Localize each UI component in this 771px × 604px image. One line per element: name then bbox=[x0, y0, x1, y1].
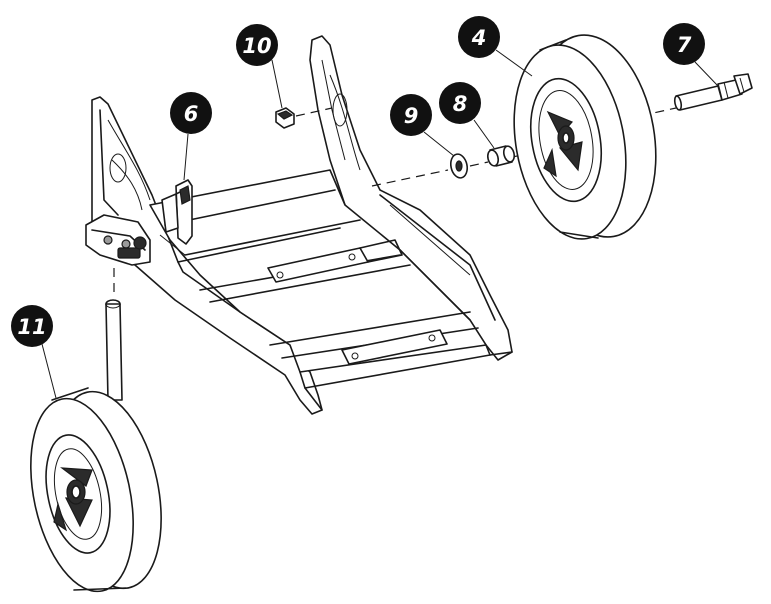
callout-11: 11 bbox=[11, 305, 57, 399]
part-11-left-wheel bbox=[30, 387, 162, 593]
part-7-axle-bolt bbox=[673, 73, 753, 111]
callout-8: 8 bbox=[439, 82, 495, 149]
part-10-nut bbox=[275, 107, 333, 129]
callout-6: 6 bbox=[170, 92, 212, 181]
callout-8-label: 8 bbox=[453, 92, 468, 116]
part-6-latch-bracket bbox=[161, 179, 193, 245]
callout-7-label: 7 bbox=[677, 33, 692, 57]
cart-frame bbox=[85, 35, 513, 415]
callout-4-label: 4 bbox=[471, 26, 487, 50]
part-8-spacer bbox=[486, 145, 516, 167]
callout-9: 9 bbox=[390, 94, 455, 157]
callout-9-label: 9 bbox=[404, 104, 419, 128]
callout-4: 4 bbox=[458, 16, 533, 77]
callout-11-label: 11 bbox=[17, 315, 46, 339]
axle-centerline-1 bbox=[371, 169, 449, 187]
part-11-axle-pin bbox=[105, 268, 123, 401]
callout-10: 10 bbox=[236, 24, 283, 109]
callout-6-label: 6 bbox=[184, 102, 199, 126]
part-4-right-wheel bbox=[513, 34, 657, 240]
part-9-washer bbox=[449, 153, 469, 179]
callout-7: 7 bbox=[663, 23, 719, 87]
axle-centerline-2 bbox=[469, 161, 489, 167]
callout-10-label: 10 bbox=[242, 34, 271, 58]
